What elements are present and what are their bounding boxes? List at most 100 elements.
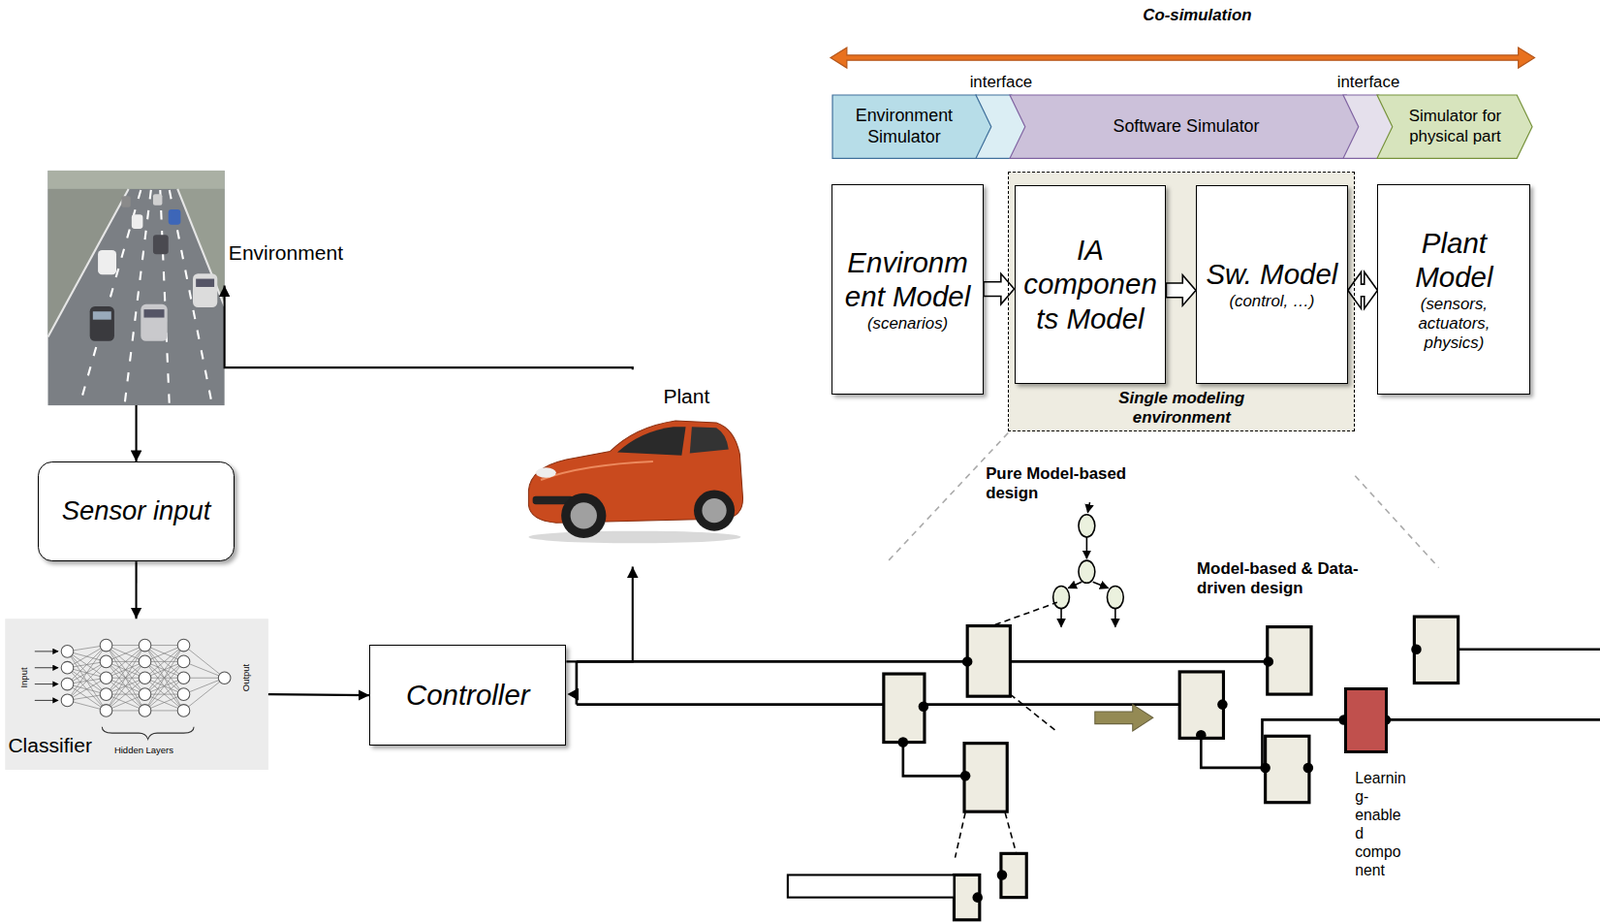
neural-network-icon xyxy=(177,638,190,652)
car-illustration xyxy=(570,501,597,529)
neural-network-icon xyxy=(106,645,146,695)
highway-photo xyxy=(124,189,151,406)
node-outline xyxy=(1009,94,1362,158)
highway-photo xyxy=(153,234,169,254)
highway-photo xyxy=(153,193,162,206)
car-illustration xyxy=(693,490,735,532)
zoom-leader xyxy=(1009,693,1056,731)
car-illustration xyxy=(528,420,743,523)
block-symbol xyxy=(883,616,1459,920)
car-illustration xyxy=(690,426,729,453)
node-title: Environment Simulator xyxy=(839,105,971,148)
cosimulation-arrow: Co-simulation xyxy=(830,46,1536,69)
port-dot xyxy=(1411,644,1422,656)
node-outline xyxy=(832,94,992,158)
highway-photo xyxy=(47,170,224,406)
transition-arrow xyxy=(1095,704,1154,731)
highway-photo xyxy=(143,309,164,317)
zoom-leader xyxy=(995,601,1058,625)
port-dot xyxy=(1263,656,1275,667)
block-symbol xyxy=(964,743,1007,813)
block-diagram-wire xyxy=(1458,647,1600,651)
process-box: Controller xyxy=(369,644,566,745)
highway-photo xyxy=(121,195,130,208)
block-symbol xyxy=(1267,627,1312,694)
highway-photo xyxy=(93,311,112,319)
flow-arrow xyxy=(135,405,138,462)
node-title: IA components Model xyxy=(1023,232,1158,336)
port-dot xyxy=(997,869,1008,880)
node-title: Plant Model xyxy=(1386,225,1522,295)
axis-label: Input xyxy=(19,667,31,689)
neural-network-icon xyxy=(61,693,74,707)
block-symbol xyxy=(1265,735,1310,802)
node-outline xyxy=(830,46,1536,69)
node-title: Controller xyxy=(406,677,531,712)
neural-network-icon xyxy=(106,660,146,711)
node-title: Single modeling environment xyxy=(1079,388,1285,428)
block-diagram-wire xyxy=(903,742,966,777)
neural-network-icon xyxy=(61,645,74,659)
node-title: Environment xyxy=(228,240,344,265)
neural-network-icon xyxy=(177,704,190,718)
node-subtitle: (scenarios) xyxy=(867,313,948,334)
node-title: Learning-enabled component xyxy=(1354,769,1409,880)
node-title: Environment Model xyxy=(841,245,975,314)
highway-photo xyxy=(47,188,128,338)
neural-network-icon xyxy=(61,677,74,691)
neural-network-icon xyxy=(145,660,185,711)
node-title: Software Simulator xyxy=(1113,116,1260,137)
node-title: Sensor input xyxy=(62,495,212,528)
wire-arrowhead xyxy=(566,688,579,701)
neural-network-icon xyxy=(34,683,59,685)
highway-photo xyxy=(47,170,224,189)
state-machine-icon xyxy=(1106,585,1124,608)
block-diagram-wire xyxy=(576,702,1181,706)
car-illustration xyxy=(540,461,654,480)
state-machine-icon xyxy=(1067,581,1082,588)
node-title: Co-simulation xyxy=(1142,5,1252,26)
highway-photo xyxy=(195,279,215,287)
port-dot xyxy=(1303,762,1315,774)
state-machine-icon xyxy=(1093,581,1109,588)
highway-photo xyxy=(140,304,167,342)
port-dot xyxy=(1217,698,1228,710)
simulator-band: Software Simulator xyxy=(1009,94,1362,158)
node-title: Classifier xyxy=(7,732,93,757)
state-machine-icon xyxy=(1078,560,1096,583)
neural-network-icon xyxy=(145,645,185,695)
node-title: Plant xyxy=(662,383,710,408)
neural-network-icon xyxy=(218,671,231,685)
highway-photo xyxy=(97,250,117,275)
neural-network-icon xyxy=(145,645,185,695)
section-heading: Pure Model-based design xyxy=(985,464,1149,503)
block-diagram-wire xyxy=(1385,718,1600,722)
node-title: interface xyxy=(970,72,1034,93)
modeling-region-fill xyxy=(1007,171,1355,432)
port-dot xyxy=(960,770,972,782)
model-box: Plant Model(sensors, actuators, physics) xyxy=(1377,184,1531,396)
axis-label: Output xyxy=(240,663,251,691)
node-outline xyxy=(1377,94,1533,158)
node-title: Simulator for physical part xyxy=(1395,106,1514,146)
neural-network-icon xyxy=(34,666,59,668)
block-symbol xyxy=(1179,671,1224,738)
neural-network-icon xyxy=(145,660,185,711)
node-subtitle: (sensors, actuators, physics) xyxy=(1386,294,1522,354)
car-illustration xyxy=(617,426,687,455)
layer-label: Hidden Layers xyxy=(114,744,174,755)
neural-network-icon xyxy=(99,671,113,685)
state-machine-icon xyxy=(1087,501,1090,513)
modeling-region-fill xyxy=(1007,171,1355,432)
car-illustration xyxy=(701,498,726,523)
model-box: IA components Model xyxy=(1014,185,1167,384)
neural-network-icon xyxy=(34,650,59,652)
block-outline xyxy=(787,874,955,897)
state-machine-icon xyxy=(1053,585,1070,608)
learning-component-box: Learning-enabled component xyxy=(1344,687,1388,753)
simulator-band: Environment Simulator xyxy=(832,94,992,158)
zoom-line xyxy=(1354,475,1439,568)
flow-arrow xyxy=(565,565,632,661)
neural-network-icon xyxy=(177,671,190,685)
wire-arrowhead xyxy=(566,688,579,701)
